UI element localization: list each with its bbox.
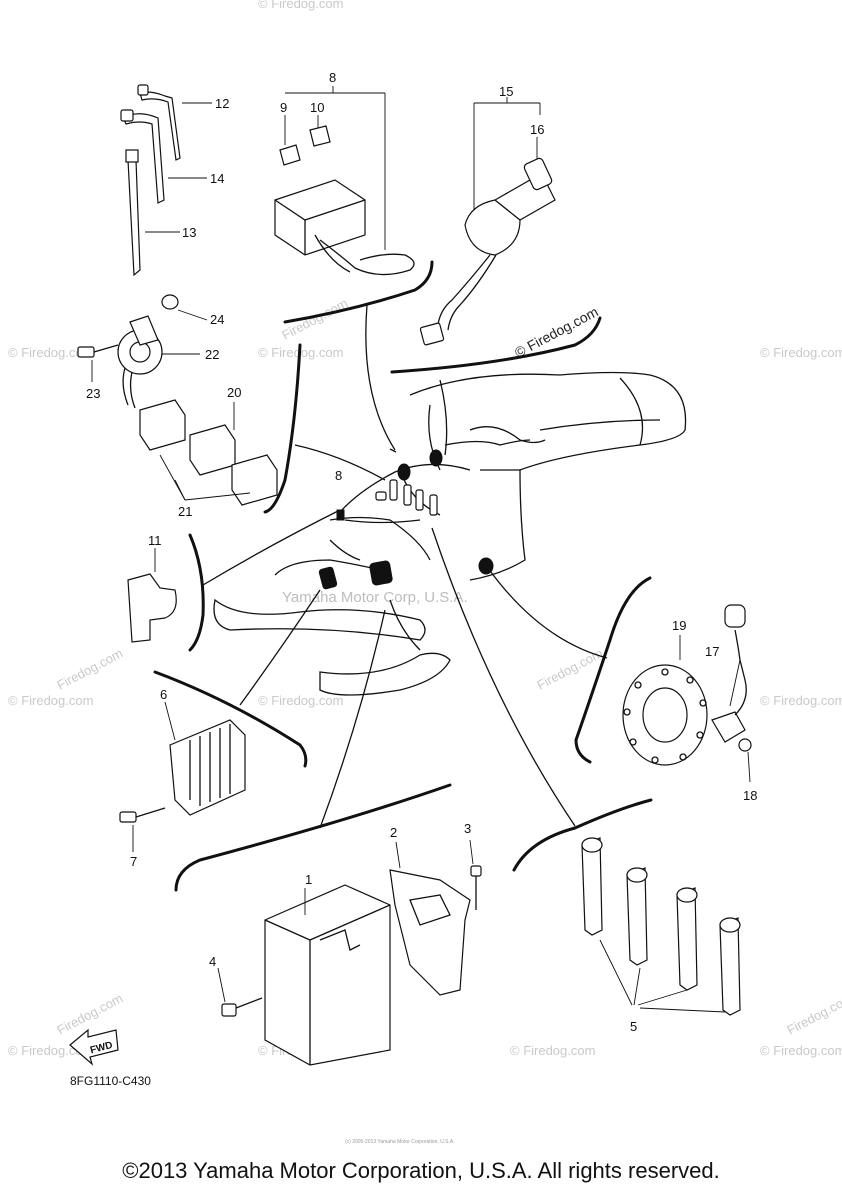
line-fuse bbox=[365, 304, 396, 451]
callout-labels: 1 2 3 4 5 6 7 8 9 10 11 12 13 14 15 16 1… bbox=[86, 70, 757, 1034]
part-main-switch-group bbox=[419, 97, 556, 346]
part-coil-22-group bbox=[77, 294, 208, 409]
small-copyright: (c) 2005-2013 Yamaha Motor Corporation, … bbox=[345, 1139, 455, 1145]
callout-24: 24 bbox=[210, 312, 224, 327]
center-watermark: Yamaha Motor Corp, U.S.A. bbox=[282, 589, 468, 606]
callout-18: 18 bbox=[743, 788, 757, 803]
callout-20: 20 bbox=[227, 385, 241, 400]
pickup-17 bbox=[711, 711, 746, 743]
callout-8: 8 bbox=[329, 70, 336, 85]
main-switch-15 bbox=[464, 199, 521, 256]
line-ecu bbox=[319, 609, 386, 829]
bolt-4 bbox=[221, 1003, 237, 1017]
callout-2: 2 bbox=[390, 825, 397, 840]
callout-6: 6 bbox=[160, 687, 167, 702]
fwd-arrow-icon: FWD bbox=[69, 1028, 119, 1066]
bracket-coils bbox=[512, 798, 653, 872]
part-pickup-group bbox=[622, 604, 752, 783]
watermark: © Firedog.com bbox=[760, 345, 842, 360]
part-rectifier-group bbox=[119, 701, 246, 852]
bolt-18 bbox=[738, 738, 752, 752]
bracket-11 bbox=[127, 573, 177, 643]
rectifier-6 bbox=[169, 719, 246, 816]
watermark: © Firedog.com bbox=[760, 693, 842, 708]
callout-14: 14 bbox=[210, 171, 224, 186]
line-ign bbox=[294, 444, 386, 481]
bracket-2 bbox=[389, 869, 471, 996]
part-fuse-box-group bbox=[274, 86, 415, 276]
callout-9: 9 bbox=[280, 100, 287, 115]
line-11 bbox=[202, 509, 341, 586]
key-16 bbox=[523, 157, 553, 191]
fuse-10 bbox=[309, 125, 331, 147]
plug-cap-5c bbox=[676, 887, 698, 991]
clamp-14 bbox=[122, 113, 165, 204]
watermark: © Firedog.com bbox=[258, 0, 343, 11]
callout-17: 17 bbox=[705, 644, 719, 659]
callout-5: 5 bbox=[630, 1019, 637, 1034]
callout-22: 22 bbox=[205, 347, 219, 362]
line-coils bbox=[431, 527, 576, 827]
callout-11: 11 bbox=[148, 533, 162, 548]
clamp-12 bbox=[139, 91, 181, 161]
ecu-1 bbox=[264, 884, 391, 1066]
bracket-ecu bbox=[174, 783, 452, 892]
watermark: Firedog.com bbox=[279, 295, 350, 342]
ignition-coil-21b bbox=[231, 454, 278, 506]
ignition-coil-21a bbox=[139, 399, 186, 451]
line-rect bbox=[239, 589, 321, 706]
callout-10: 10 bbox=[310, 100, 324, 115]
watermark: © Firedog.com bbox=[258, 693, 343, 708]
watermark: © Firedog.com bbox=[760, 1043, 842, 1058]
watermark: © Firedog.com bbox=[510, 1043, 595, 1058]
part-plug-caps-group bbox=[581, 837, 741, 1016]
line-pickup bbox=[487, 567, 608, 659]
callout-4: 4 bbox=[209, 954, 216, 969]
bolt-3 bbox=[470, 865, 482, 877]
bracket-rectifier bbox=[153, 670, 308, 768]
part-11-group bbox=[127, 548, 177, 643]
fuse-9 bbox=[279, 144, 301, 166]
part-clamps-group bbox=[120, 84, 212, 277]
callout-15: 15 bbox=[499, 84, 513, 99]
callout-19: 19 bbox=[672, 618, 686, 633]
bracket-pickup bbox=[574, 576, 652, 764]
callout-3: 3 bbox=[464, 821, 471, 836]
watermark: Firedog.com bbox=[784, 990, 842, 1037]
watermark: © Firedog.com bbox=[512, 303, 601, 360]
nut-24 bbox=[161, 294, 179, 310]
callout-1: 1 bbox=[305, 872, 312, 887]
ignition-coil-20 bbox=[189, 424, 236, 476]
watermark: © Firedog.com bbox=[8, 345, 93, 360]
bracket-fuse-box bbox=[283, 260, 434, 324]
bracket-part-11 bbox=[188, 533, 205, 652]
callout-23: 23 bbox=[86, 386, 100, 401]
bracket-main-switch bbox=[390, 316, 602, 374]
bolt-7 bbox=[119, 811, 137, 823]
group-brackets bbox=[153, 260, 653, 892]
watermark: Firedog.com bbox=[54, 645, 125, 692]
callout-21: 21 bbox=[178, 504, 192, 519]
callout-12: 12 bbox=[215, 96, 229, 111]
bracket-ignition-left bbox=[263, 343, 302, 514]
drawing-code: 8FG1110-C430 bbox=[70, 1074, 151, 1088]
line-switch bbox=[439, 379, 448, 456]
watermark: © Firedog.com bbox=[8, 693, 93, 708]
copyright-notice: ©2013 Yamaha Motor Corporation, U.S.A. A… bbox=[122, 1158, 720, 1183]
connector-lines bbox=[202, 304, 608, 829]
cable-tie-13 bbox=[127, 159, 141, 277]
connector-17 bbox=[724, 604, 746, 628]
part-ecu-group bbox=[217, 839, 482, 1066]
snowmobile-outline bbox=[213, 371, 687, 696]
bolt-23 bbox=[77, 346, 95, 358]
callout-13: 13 bbox=[182, 225, 196, 240]
callout-8-harness: 8 bbox=[335, 468, 342, 483]
callout-7: 7 bbox=[130, 854, 137, 869]
part-ignition-coils-group bbox=[139, 399, 278, 506]
fuse-box-8 bbox=[274, 179, 366, 256]
callout-16: 16 bbox=[530, 122, 544, 137]
